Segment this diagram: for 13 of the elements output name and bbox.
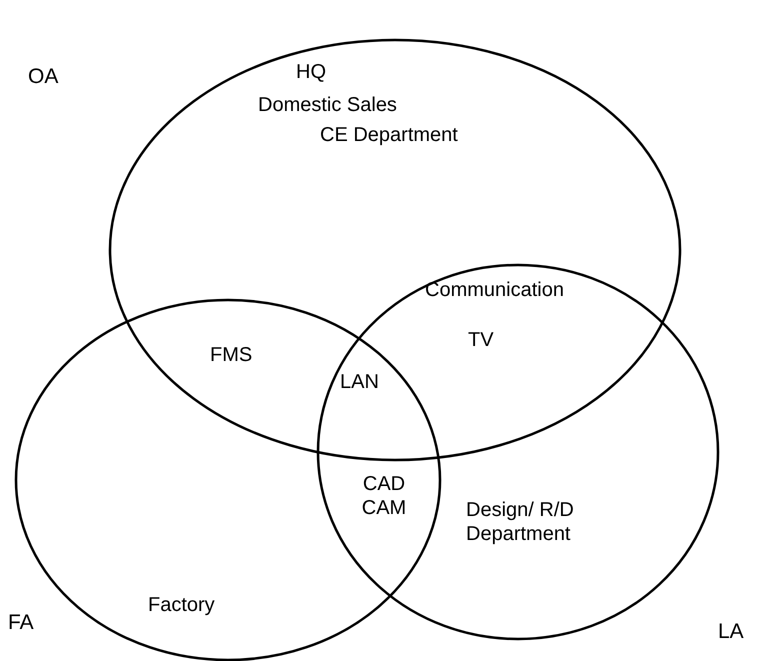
region-label: Communication bbox=[425, 278, 564, 302]
region-label: CAD CAM bbox=[360, 472, 408, 520]
region-label: HQ bbox=[296, 60, 326, 84]
region-label: FMS bbox=[210, 343, 252, 367]
set-label: LA bbox=[718, 621, 744, 642]
region-label: Domestic Sales bbox=[258, 93, 397, 117]
region-label: LAN bbox=[340, 370, 379, 394]
region-label: CE Department bbox=[320, 123, 458, 147]
region-label: Factory bbox=[148, 593, 215, 617]
region-label: TV bbox=[468, 328, 494, 352]
set-label: FA bbox=[8, 612, 34, 633]
region-label: Design/ R/D Department bbox=[466, 498, 575, 546]
set-label: OA bbox=[28, 66, 58, 87]
